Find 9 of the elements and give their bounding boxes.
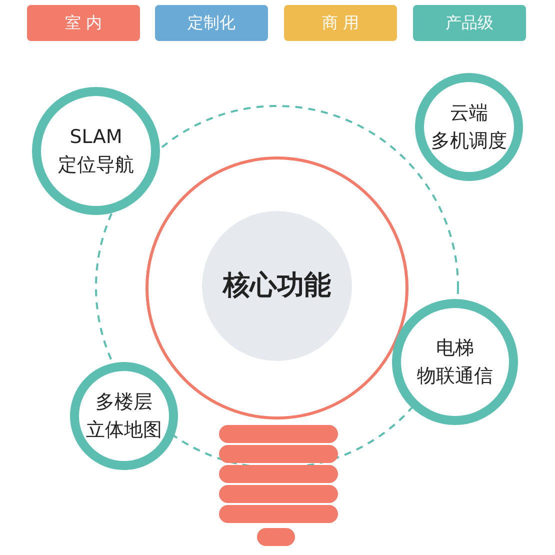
feature-label: 多楼层立体地图	[86, 390, 162, 443]
feature-label: 云端多机调度	[431, 101, 507, 154]
category-tag: 室 内	[27, 5, 140, 41]
feature-label: 电梯物联通信	[417, 336, 493, 389]
category-tag: 产品级	[413, 5, 526, 41]
category-tag: 定制化	[155, 5, 268, 41]
category-tag: 商 用	[284, 5, 397, 41]
core-label: 核心功能	[223, 272, 331, 300]
feature-label: SLAM 定位导航	[58, 125, 134, 178]
